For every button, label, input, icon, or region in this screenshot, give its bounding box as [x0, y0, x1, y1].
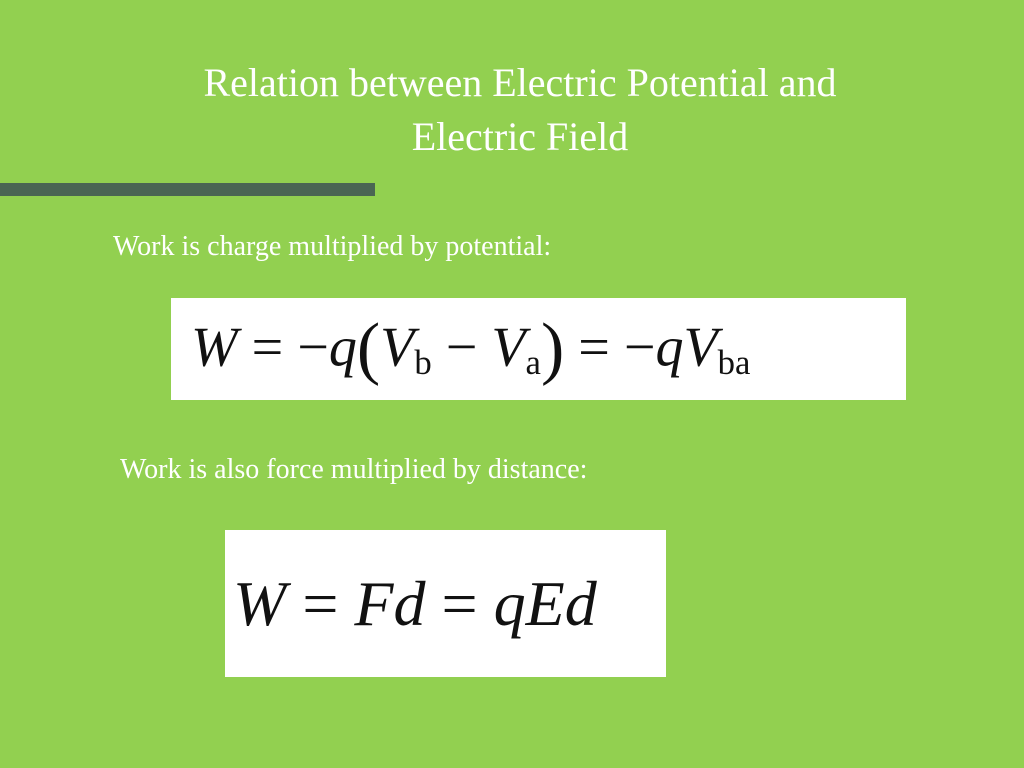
- title-line-1: Relation between Electric Potential and: [203, 60, 837, 105]
- eq1-right-paren: ): [540, 310, 565, 387]
- title-underline-bar: [0, 183, 375, 196]
- eq2-w: W: [233, 567, 287, 639]
- eq1-equals-minus-1: = −: [237, 316, 329, 379]
- equation-work-force: W = Fd = qEd: [225, 530, 666, 677]
- eq1-qv: qV: [655, 316, 718, 379]
- eq2-fd: Fd: [354, 567, 426, 639]
- eq1-sub-b: b: [414, 343, 432, 383]
- equation-1-content: W = −q(Vb − Va) = −qVba: [191, 314, 750, 384]
- body-text-work-distance: Work is also force multiplied by distanc…: [120, 454, 588, 485]
- eq1-equals-minus-2: = −: [564, 316, 656, 379]
- eq1-left-paren: (: [356, 310, 381, 387]
- eq1-vb: V: [380, 316, 415, 379]
- eq1-q: q: [328, 316, 357, 379]
- eq1-sub-ba: ba: [717, 343, 751, 383]
- eq1-minus: −: [431, 316, 492, 379]
- title-line-2: Electric Field: [411, 114, 629, 159]
- eq1-w: W: [191, 316, 238, 379]
- body-text-work-potential: Work is charge multiplied by potential:: [113, 231, 552, 262]
- eq1-va: V: [491, 316, 526, 379]
- eq2-equals-1: =: [286, 567, 355, 639]
- equation-work-potential: W = −q(Vb − Va) = −qVba: [171, 298, 906, 400]
- eq1-sub-a: a: [525, 343, 541, 383]
- slide-title: Relation between Electric Potential and …: [120, 56, 920, 164]
- eq2-qed: qEd: [493, 567, 597, 639]
- eq2-equals-2: =: [425, 567, 494, 639]
- equation-2-content: W = Fd = qEd: [233, 571, 597, 636]
